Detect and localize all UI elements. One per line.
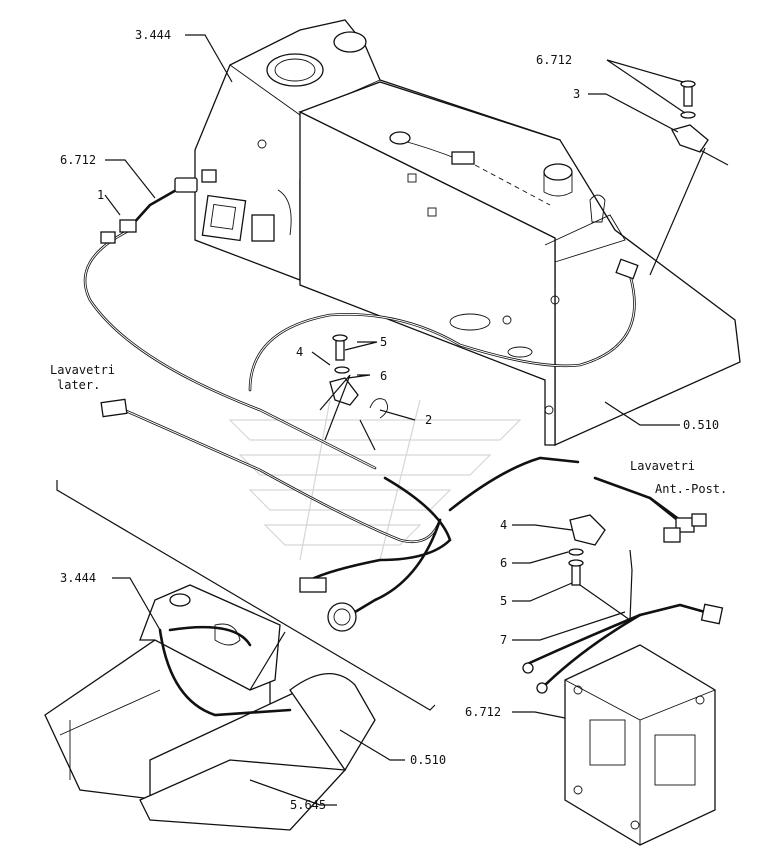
hood-panel [298,81,741,447]
label-clip-4-bottom: 4 [500,518,507,532]
connector-1 [119,219,137,233]
machine-overview [44,584,376,831]
watermark-logo [228,399,522,561]
label-bracket-ref: 6.712 [465,705,501,719]
label-tank-top: 3.444 [135,28,171,42]
label-connector-1: 1 [97,188,104,202]
wiring-harness [83,139,707,692]
connectors [100,131,724,694]
label-bracket-3: 3 [573,87,580,101]
label-lavavetri-ant-2: Ant.-Post. [655,482,727,496]
label-hose-clip-2: 2 [425,413,432,427]
label-overview-frame: 5.645 [290,798,326,812]
part-labels: 3.444 6.712 3 6.712 1 5 4 6 2 Lavavetri … [50,28,727,812]
label-overview-hood: 0.510 [410,753,446,767]
label-washer-6-bottom: 6 [500,556,507,570]
mounting-bracket [564,644,716,846]
label-bolt-5-mid: 5 [380,335,387,349]
label-washer-6-mid: 6 [380,369,387,383]
label-lavavetri-lat-1: Lavavetri [50,363,115,377]
label-hose-ref: 6.712 [60,153,96,167]
label-clip-4-mid: 4 [296,345,303,359]
leader-and-group-lines [56,34,729,806]
hardware-parts [329,80,709,586]
label-bolt-5-bottom: 5 [500,594,507,608]
connector-lavavetri-lateral [100,398,128,418]
label-overview-tank: 3.444 [60,571,96,585]
label-harness-7: 7 [500,633,507,647]
label-lavavetri-lat-2: later. [57,378,100,392]
label-lavavetri-ant-1: Lavavetri [630,459,695,473]
label-tank-right: 0.510 [683,418,719,432]
label-bolt-top-ref: 6.712 [536,53,572,67]
